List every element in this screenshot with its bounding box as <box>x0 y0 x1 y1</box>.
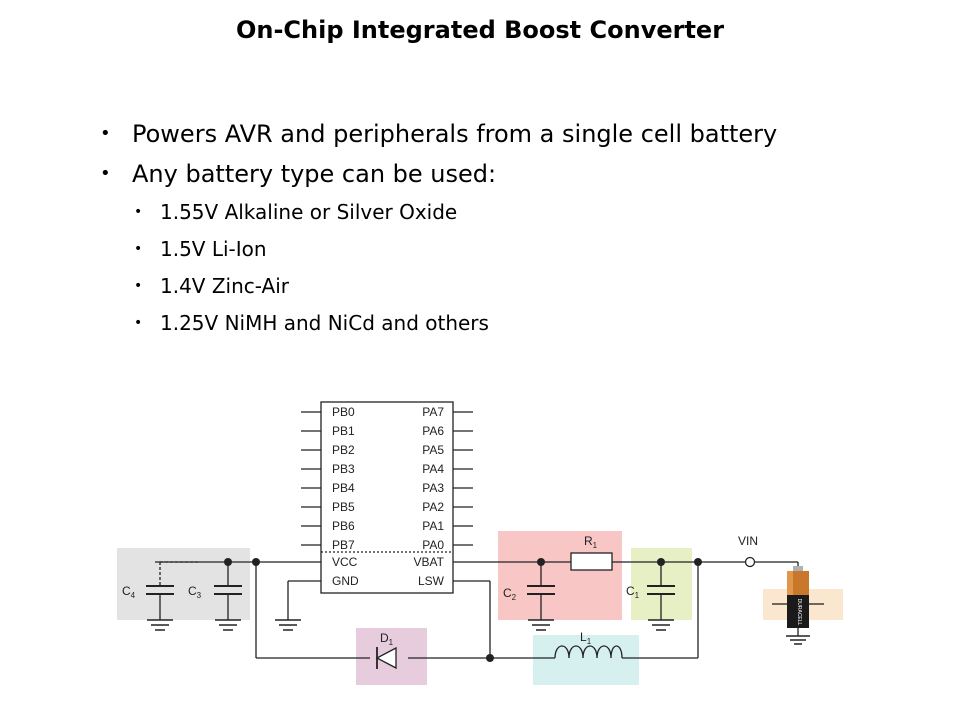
pin-label: PA4 <box>422 462 444 476</box>
ground-symbol-battery <box>786 635 810 645</box>
bullet-list: Powers AVR and peripherals from a single… <box>100 116 777 344</box>
c1-capacitor <box>647 585 675 595</box>
pin-label: PA3 <box>422 481 444 495</box>
chip-gnd-wire <box>287 580 321 620</box>
pin-label: PA0 <box>422 538 444 552</box>
pin-label: PB4 <box>332 481 355 495</box>
bullet-item: Any battery type can be used: <box>100 156 777 196</box>
junction-dots <box>224 558 702 662</box>
slide-title: On-Chip Integrated Boost Converter <box>235 16 725 44</box>
pin-label: PA7 <box>422 405 444 419</box>
pin-label: PA6 <box>422 424 444 438</box>
ground-symbol-c3 <box>215 619 241 631</box>
lsw-net-wire <box>408 580 698 659</box>
microcontroller-chip <box>320 401 454 594</box>
c2-r1-highlight <box>498 531 622 620</box>
d1-diode <box>375 646 397 670</box>
l1-label: L1 <box>580 630 592 646</box>
ground-symbol-c4 <box>147 619 173 631</box>
pin-label: PA2 <box>422 500 444 514</box>
pin-label: PA5 <box>422 443 444 457</box>
pin-label: PB3 <box>332 462 355 476</box>
c2-label: C2 <box>503 586 517 602</box>
r1-label: R1 <box>584 534 598 550</box>
pin-label: PB5 <box>332 500 355 514</box>
pin-label: PB1 <box>332 424 355 438</box>
pin-label: PB0 <box>332 405 355 419</box>
l1-highlight <box>533 635 639 685</box>
c4-capacitor-dashed-wire <box>159 561 200 586</box>
sub-bullet-item: 1.5V Li-Ion <box>100 233 777 270</box>
c3-capacitor <box>214 585 242 595</box>
pin-label: PB2 <box>332 443 355 457</box>
c4-capacitor <box>146 585 174 620</box>
c3-label: C3 <box>188 584 202 600</box>
sub-bullet-item: 1.25V NiMH and NiCd and others <box>100 307 777 344</box>
pin-label-lsw: LSW <box>418 574 445 588</box>
ground-symbol-c2 <box>528 619 554 631</box>
pin-label-vbat: VBAT <box>414 555 445 569</box>
c4-label: C4 <box>122 584 136 600</box>
pin-label: PA1 <box>422 519 444 533</box>
sub-bullet-item: 1.4V Zinc-Air <box>100 270 777 307</box>
d1-label: D1 <box>380 631 394 647</box>
right-io-pin-stubs <box>453 411 473 546</box>
r1-resistor <box>570 552 613 571</box>
bullet-item: Powers AVR and peripherals from a single… <box>100 116 777 156</box>
pin-label-vcc: VCC <box>332 555 358 569</box>
vin-label: VIN <box>738 534 758 548</box>
l1-inductor <box>554 645 623 659</box>
left-io-pin-stubs <box>301 411 321 546</box>
battery-icon: DURACELL <box>772 566 824 628</box>
c2-capacitor <box>527 585 555 595</box>
vin-terminal <box>744 556 756 568</box>
sub-bullet-item: 1.55V Alkaline or Silver Oxide <box>100 196 777 233</box>
pin-label: PB6 <box>332 519 355 533</box>
pin-label: PB7 <box>332 538 355 552</box>
ground-symbol-chip <box>275 619 301 631</box>
battery-brand-text: DURACELL <box>796 599 802 626</box>
c1-label: C1 <box>626 584 640 600</box>
ground-symbol-c1 <box>648 619 674 631</box>
pin-label-gnd: GND <box>332 574 359 588</box>
